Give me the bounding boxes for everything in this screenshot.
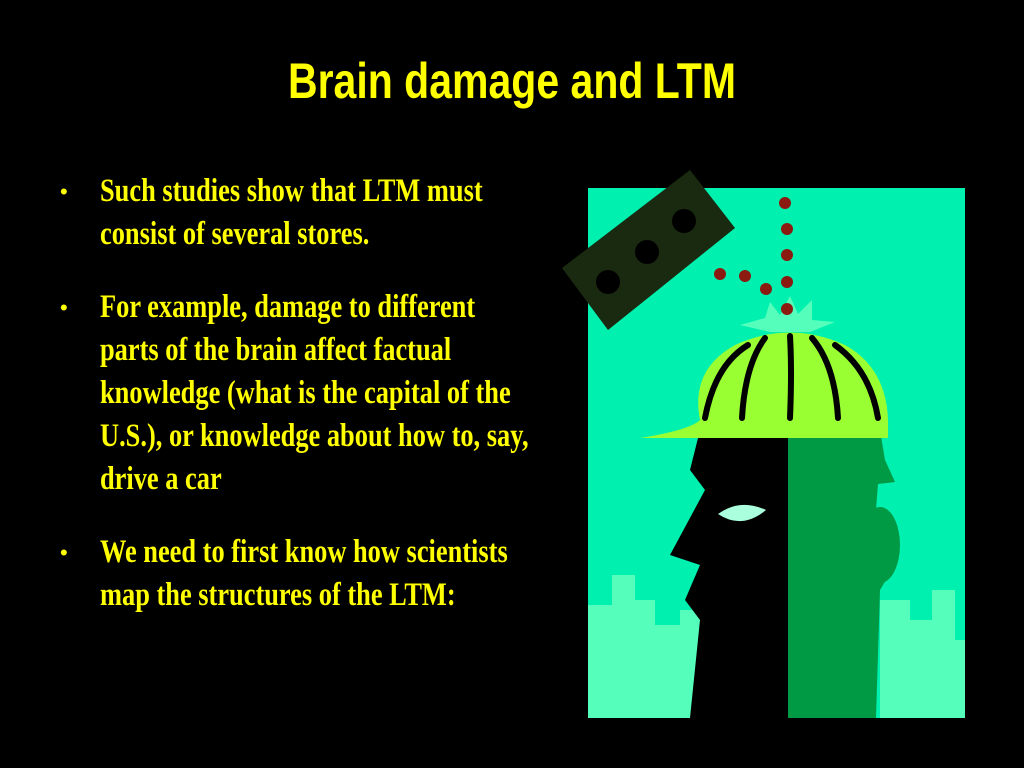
- motion-dot: [781, 276, 793, 288]
- motion-dot: [781, 303, 793, 315]
- bullet-text: For example, damage to different parts o…: [100, 289, 529, 497]
- helmet-rib: [702, 342, 751, 421]
- head-right-half: [788, 430, 898, 718]
- face-profile: [670, 430, 788, 718]
- bullet-item: • Such studies show that LTM must consis…: [60, 170, 580, 256]
- motion-dot: [714, 268, 726, 280]
- block-hole: [672, 209, 696, 233]
- motion-dot: [739, 270, 751, 282]
- ear: [860, 507, 900, 583]
- block-hole: [635, 240, 659, 264]
- motion-dot: [779, 197, 791, 209]
- eye: [718, 504, 766, 522]
- helmet-rib: [809, 335, 841, 421]
- slide-title: Brain damage and LTM: [287, 53, 737, 109]
- city-skyline: [588, 575, 700, 718]
- bullet-marker: •: [60, 540, 68, 565]
- bullet-text: We need to first know how scientists map…: [100, 534, 508, 613]
- motion-dot: [781, 223, 793, 235]
- bullet-item: • We need to first know how scientists m…: [60, 531, 580, 617]
- bullet-marker: •: [60, 295, 68, 320]
- motion-dot: [781, 249, 793, 261]
- block-hole: [596, 270, 620, 294]
- bullet-list: • Such studies show that LTM must consis…: [60, 170, 580, 647]
- city-skyline: [880, 590, 965, 718]
- helmet-rib: [739, 335, 768, 421]
- bullet-item: • For example, damage to different parts…: [60, 286, 580, 501]
- bullet-text: Such studies show that LTM must consist …: [100, 173, 483, 252]
- hardhat-head-icon: [562, 170, 965, 718]
- motion-dot: [760, 283, 772, 295]
- bullet-marker: •: [60, 179, 68, 204]
- helmet-rib: [832, 342, 881, 421]
- helmet-rib: [787, 333, 794, 421]
